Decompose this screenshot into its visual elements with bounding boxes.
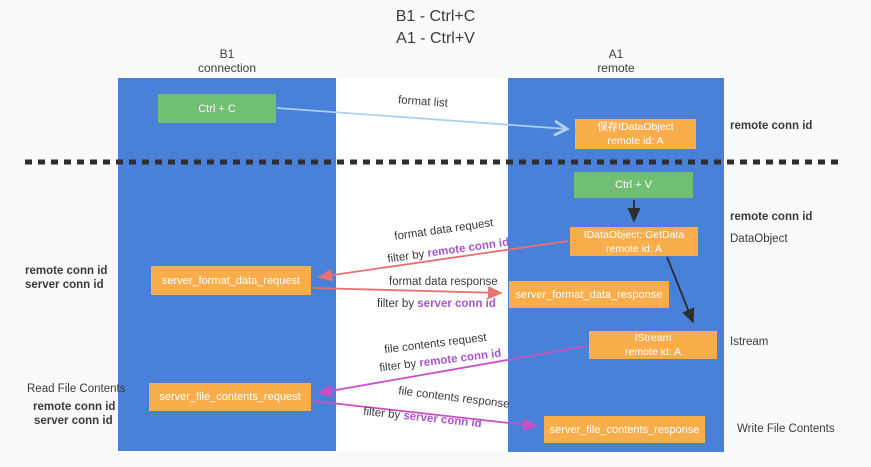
node-ctrl-v: Ctrl + V bbox=[574, 172, 693, 198]
right-remote-conn-id-top: remote conn id bbox=[730, 120, 813, 132]
left-server-conn-id-mid: server conn id bbox=[25, 279, 104, 291]
ctrl-c-label: Ctrl + C bbox=[198, 102, 236, 115]
lane-b1-subtitle: connection bbox=[197, 61, 257, 75]
left-server-conn-id-bottom: server conn id bbox=[34, 415, 113, 427]
lane-header-b1: B1 connection bbox=[118, 47, 336, 75]
diagram-title: B1 - Ctrl+C A1 - Ctrl+V bbox=[0, 6, 871, 50]
format-request-label: server_format_data_request bbox=[161, 274, 301, 287]
node-istream: IStream remote id: A bbox=[589, 331, 717, 359]
save-idataobject-line2: remote id: A bbox=[607, 135, 664, 147]
right-remote-conn-id-mid: remote conn id bbox=[730, 211, 813, 223]
title-line-2: A1 - Ctrl+V bbox=[396, 30, 475, 47]
label-format-data-response: format data response bbox=[389, 276, 498, 288]
server-conn-id-text: server conn id bbox=[417, 298, 496, 310]
node-server-format-data-response: server_format_data_response bbox=[509, 281, 669, 308]
ctrl-v-label: Ctrl + V bbox=[615, 179, 652, 191]
format-response-label: server_format_data_response bbox=[515, 288, 663, 301]
left-remote-conn-id-bottom: remote conn id bbox=[33, 401, 116, 413]
node-idataobject-getdata: IDataObject::GetData remote id: A bbox=[570, 227, 698, 256]
left-remote-conn-id-mid: remote conn id bbox=[25, 265, 108, 277]
getdata-line2: remote id: A bbox=[605, 242, 663, 255]
dataobject-label: DataObject bbox=[730, 233, 788, 245]
node-server-format-data-request: server_format_data_request bbox=[151, 266, 311, 295]
lane-a1-subtitle: remote bbox=[597, 61, 635, 75]
node-server-file-contents-request: server_file_contents_request bbox=[149, 383, 311, 411]
istream-line2: remote id: A bbox=[624, 346, 682, 358]
istream-line1: IStream bbox=[634, 332, 672, 344]
lane-a1-name: A1 bbox=[608, 47, 624, 61]
save-idataobject-line1: 保存IDataObject bbox=[597, 121, 674, 133]
getdata-line1: IDataObject::GetData bbox=[583, 228, 685, 241]
istream-side-label: Istream bbox=[730, 336, 769, 348]
filter-by-text: filter by bbox=[377, 298, 415, 310]
node-ctrl-c: Ctrl + C bbox=[158, 94, 276, 123]
node-server-file-contents-response: server_file_contents_response bbox=[544, 416, 705, 443]
write-file-contents-label: Write File Contents bbox=[737, 423, 835, 435]
read-file-contents-label: Read File Contents bbox=[27, 383, 126, 395]
title-line-1: B1 - Ctrl+C bbox=[395, 8, 476, 25]
file-response-label: server_file_contents_response bbox=[549, 423, 700, 436]
lane-header-a1: A1 remote bbox=[508, 47, 724, 75]
node-save-idataobject: 保存IDataObject remote id: A bbox=[575, 119, 696, 149]
label-filter-server-1: filter by server conn id bbox=[377, 298, 496, 310]
lane-b1-name: B1 bbox=[219, 47, 235, 61]
file-request-label: server_file_contents_request bbox=[159, 391, 301, 403]
